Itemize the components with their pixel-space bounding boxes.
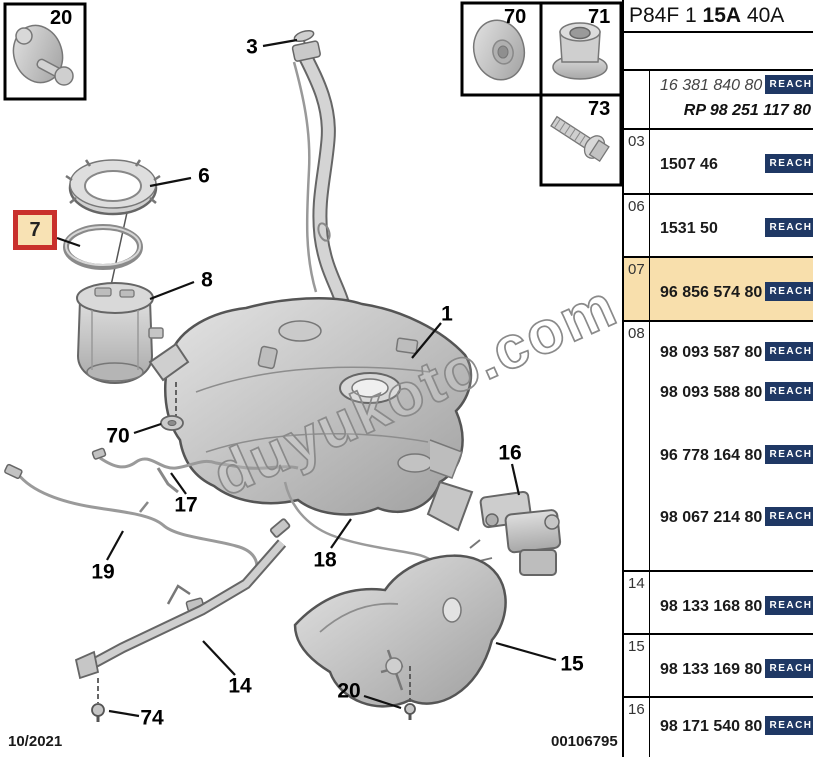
reach-badge[interactable]: REACH [765,282,813,301]
part-number-rp: RP 98 251 117 80 [683,102,811,119]
callout-1[interactable]: 1 [441,302,453,326]
panel-spacer [624,33,813,71]
part-number: 98 133 169 80 [660,661,763,678]
tank-strap-drawing [74,518,291,680]
part-number: 98 093 588 80 [660,384,763,401]
parts-row-ref: 08 [624,322,650,570]
code-bold: 15A [702,3,742,27]
inset-box-71 [539,1,622,97]
locking-ring-drawing [65,159,161,216]
exploded-diagram: duyukoto.com 20 70 71 73 3 6 7 8 1 70 17… [3,1,622,750]
document-number: 00106795 [551,733,618,750]
part-number: 1531 50 [660,220,718,237]
callout-18[interactable]: 18 [313,548,337,572]
parts-row-03[interactable]: 03 1507 46 REACH [624,130,813,195]
revision-date: 10/2021 [8,733,63,750]
parts-row-16[interactable]: 16 98 171 540 80 REACH [624,698,813,757]
callout-17[interactable]: 17 [174,493,198,517]
reach-badge[interactable]: REACH [765,218,813,237]
inset-box-20 [3,2,87,101]
callout-7-highlight-box[interactable]: 7 [13,210,57,250]
parts-row-ref: 14 [624,572,650,633]
inset-label-71: 71 [588,6,611,28]
parts-row-ref [624,71,650,128]
part-number: 16 381 840 80 [660,77,763,94]
inset-label-20: 20 [50,7,73,29]
parts-row-ref: 06 [624,195,650,256]
callout-16[interactable]: 16 [498,441,522,465]
parts-row-15[interactable]: 15 98 133 169 80 REACH [624,635,813,698]
parts-row-ref: 16 [624,698,650,757]
part-number: 98 133 168 80 [660,598,763,615]
catalog-code-header: P84F 1 15A 40A [624,0,813,33]
part-number: 98 067 214 80 [660,509,763,526]
callout-15[interactable]: 15 [560,652,584,676]
fuel-line-17-drawing [91,447,299,494]
reach-badge[interactable]: REACH [765,716,813,735]
valve-assembly-drawing [469,490,562,576]
pin-20-drawing [404,666,416,720]
washer-drawing [160,382,184,431]
code-suffix: 40A [741,3,785,27]
callout-6[interactable]: 6 [198,164,210,188]
assembly-axis-line [109,207,129,291]
reach-badge[interactable]: REACH [765,596,813,615]
leader-lines [56,38,557,718]
bolt-74-drawing [91,678,105,722]
parts-row-ref: 15 [624,635,650,696]
callout-3[interactable]: 3 [246,35,258,59]
code-prefix: P84F 1 [629,3,703,27]
parts-row-rp[interactable]: 16 381 840 80 REACH RP 98 251 117 80 [624,71,813,130]
parts-list-panel: P84F 1 15A 40A 16 381 840 80 REACH RP 98… [622,0,813,757]
callout-8[interactable]: 8 [201,268,213,292]
part-number: 96 856 574 80 [660,284,763,301]
part-number: 98 093 587 80 [660,344,763,361]
inset-box-70 [460,1,543,97]
part-number: 1507 46 [660,156,718,173]
parts-row-ref: 03 [624,130,650,193]
part-number: 96 778 164 80 [660,447,763,464]
fuel-tank-drawing [148,297,474,532]
callout-19[interactable]: 19 [91,560,115,584]
callout-74[interactable]: 74 [140,706,164,730]
callout-14[interactable]: 14 [228,674,252,698]
heat-shield-drawing [293,554,507,708]
reach-badge[interactable]: REACH [765,75,813,94]
callout-20[interactable]: 20 [337,679,361,703]
reach-badge[interactable]: REACH [765,382,813,401]
parts-row-06[interactable]: 06 1531 50 REACH [624,195,813,258]
parts-row-07-selected[interactable]: 07 96 856 574 80 REACH [624,258,813,322]
diagram-artwork: duyukoto.com [3,1,622,722]
parts-row-08[interactable]: 08 98 093 587 80 REACH 98 093 588 80 REA… [624,322,813,572]
callout-70[interactable]: 70 [106,424,130,448]
reach-badge[interactable]: REACH [765,659,813,678]
o-ring-drawing [63,224,143,270]
fuel-pump-module-drawing [76,282,164,385]
inset-label-73: 73 [588,98,611,120]
reach-badge[interactable]: REACH [765,507,813,526]
callout-7: 7 [29,218,41,241]
reach-badge[interactable]: REACH [765,154,813,173]
inset-label-70: 70 [504,6,527,28]
filler-pipe-drawing [291,29,350,305]
parts-row-14[interactable]: 14 98 133 168 80 REACH [624,572,813,635]
inset-box-73 [539,93,622,187]
reach-badge[interactable]: REACH [765,342,813,361]
parts-row-ref: 07 [624,258,650,320]
reach-badge[interactable]: REACH [765,445,813,464]
part-number: 98 171 540 80 [660,718,763,735]
